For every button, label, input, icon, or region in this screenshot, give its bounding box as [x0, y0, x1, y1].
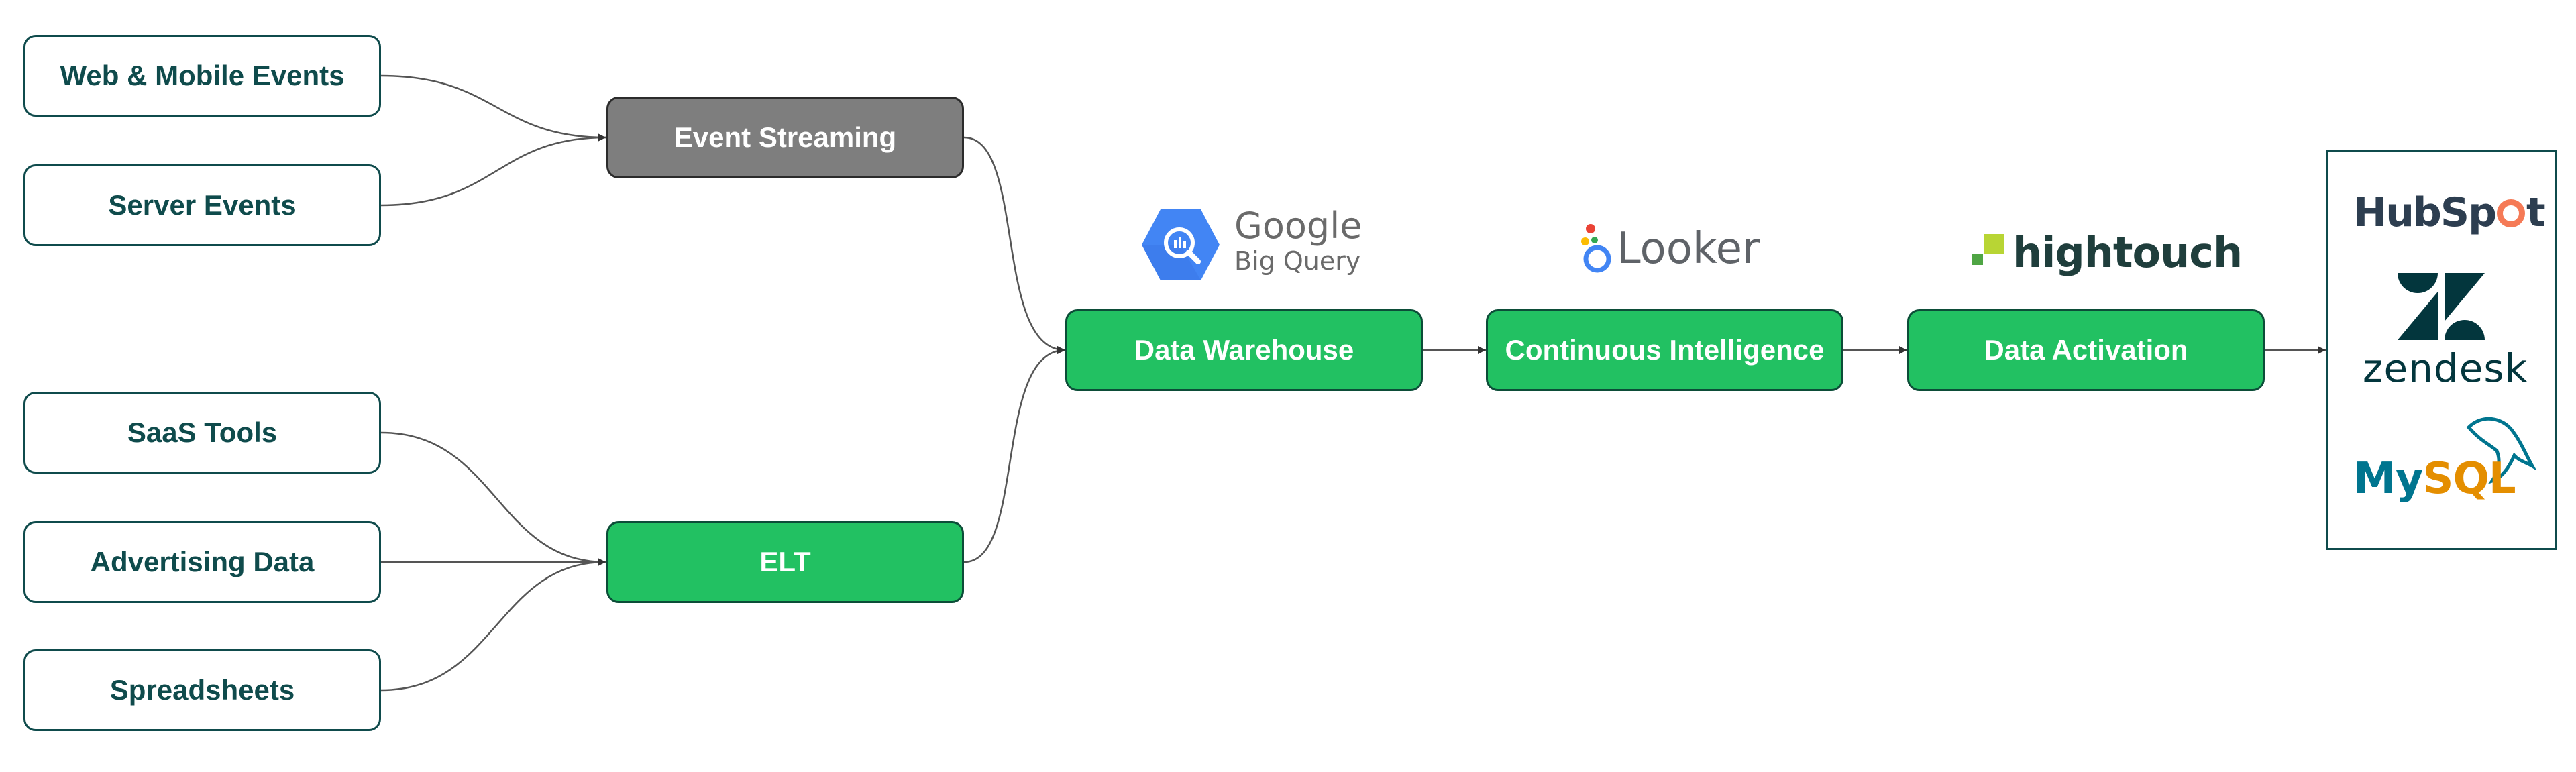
source-label: Server Events [108, 189, 297, 221]
edge-elt-to-warehouse [963, 346, 1066, 563]
node-event-streaming[interactable]: Event Streaming [606, 97, 964, 178]
edge-server-to-streaming [380, 133, 606, 207]
bigquery-line2: Big Query [1234, 246, 1361, 276]
node-label: Data Activation [1984, 334, 2188, 366]
node-label: Event Streaming [674, 121, 897, 153]
node-elt[interactable]: ELT [606, 521, 964, 603]
edge-web-to-streaming [380, 74, 606, 142]
source-server-events[interactable]: Server Events [23, 164, 381, 246]
mysql-dolphin-icon [2466, 417, 2536, 484]
looker-logo: Looker [1580, 221, 1781, 275]
edge-saas-to-elt [380, 431, 606, 566]
node-label: Data Warehouse [1134, 334, 1354, 366]
source-label: SaaS Tools [127, 417, 278, 448]
node-data-activation[interactable]: Data Activation [1907, 309, 2265, 391]
bigquery-line1: Google [1234, 205, 1362, 247]
hubspot-sprocket-icon [2497, 199, 2526, 227]
mysql-sql: SQL [2422, 454, 2516, 504]
bigquery-hexagon-icon [1142, 209, 1220, 280]
source-saas-tools[interactable]: SaaS Tools [23, 392, 381, 474]
looker-icon [1581, 224, 1611, 273]
bigquery-logo: Google Big Query [1140, 205, 1362, 285]
hightouch-logo: hightouch [1972, 228, 2243, 282]
source-label: Advertising Data [90, 546, 315, 577]
zendesk-icon [2398, 273, 2485, 340]
hightouch-wordmark: hightouch [2012, 228, 2243, 277]
edge-spreadsheets-to-elt [380, 558, 606, 692]
mysql-my: My [2353, 454, 2423, 504]
hubspot-wordmark-end: t [2526, 189, 2546, 236]
source-advertising-data[interactable]: Advertising Data [23, 521, 381, 603]
edge-streaming-to-warehouse [963, 136, 1066, 354]
source-label: Spreadsheets [109, 674, 295, 706]
zendesk-wordmark: zendesk [2363, 345, 2528, 391]
hightouch-icon [1972, 234, 2004, 265]
source-label: Web & Mobile Events [60, 60, 345, 91]
node-label: Continuous Intelligence [1505, 334, 1825, 366]
looker-wordmark: Looker [1617, 224, 1760, 274]
node-continuous-intelligence[interactable]: Continuous Intelligence [1486, 309, 1843, 391]
source-web-mobile-events[interactable]: Web & Mobile Events [23, 35, 381, 117]
mysql-wordmark: MySQL [2353, 454, 2516, 504]
node-data-warehouse[interactable]: Data Warehouse [1065, 309, 1423, 391]
hubspot-wordmark: HubSp [2353, 189, 2497, 236]
source-spreadsheets[interactable]: Spreadsheets [23, 649, 381, 731]
node-label: ELT [759, 546, 811, 577]
